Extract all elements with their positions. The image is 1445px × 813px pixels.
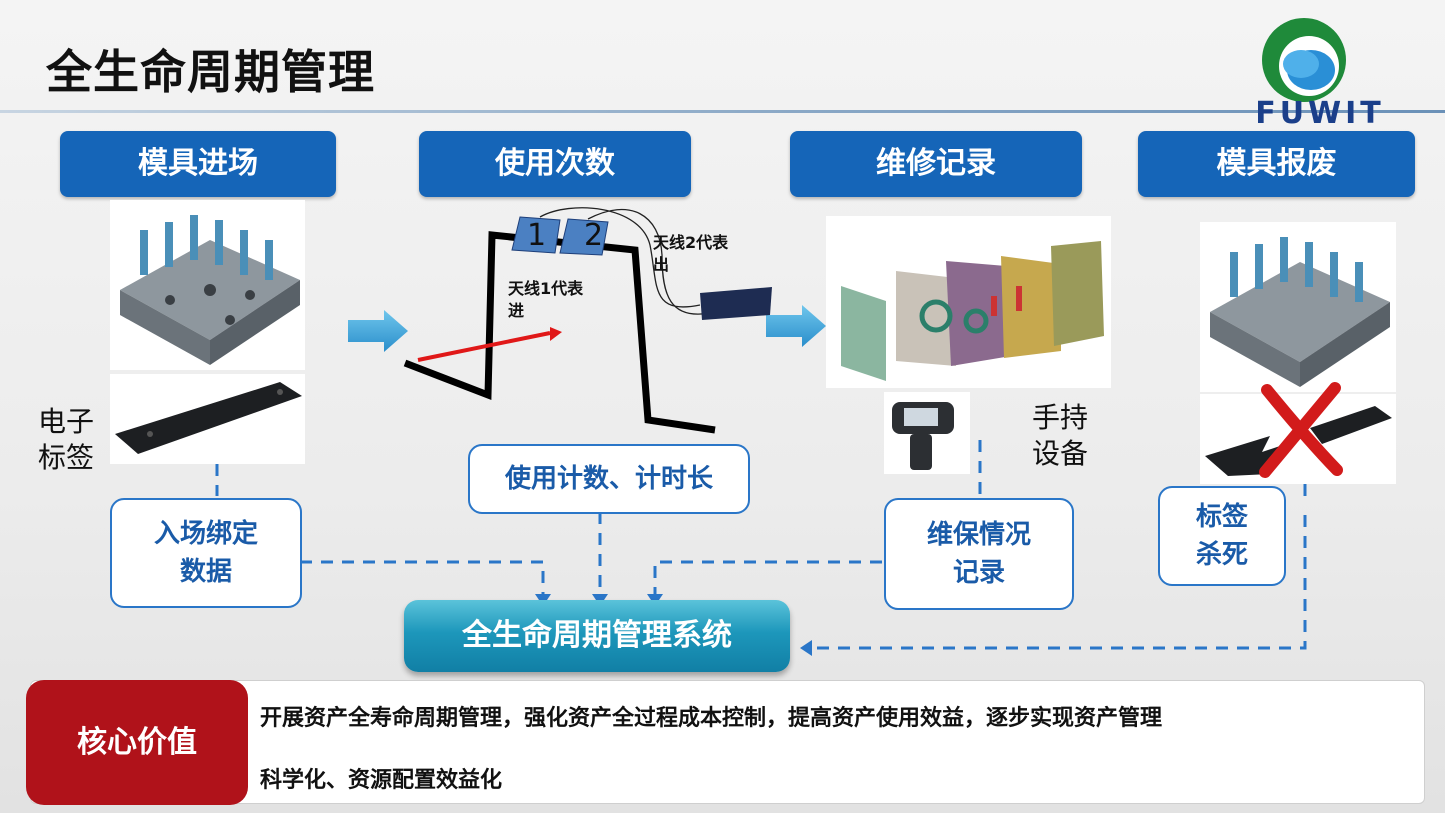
core-value-line-1: 开展资产全寿命周期管理，强化资产全过程成本控制，提高资产使用效益，逐步实现资产管…: [260, 700, 1162, 732]
core-value-badge: 核心价值: [26, 680, 248, 805]
core-value-line-2: 科学化、资源配置效益化: [260, 762, 502, 794]
lifecycle-system-box: 全生命周期管理系统: [404, 600, 790, 672]
